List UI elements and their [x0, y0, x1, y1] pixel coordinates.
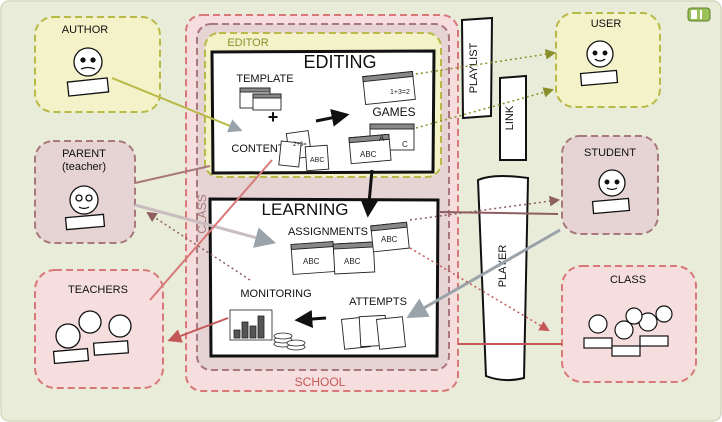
toggle-icon[interactable]: [687, 7, 711, 22]
assignment-doc-abc-2: ABC: [344, 257, 361, 266]
arrow-author-to-content: [111, 77, 243, 133]
arrow-assignments-to-class: [409, 247, 550, 332]
student-person-icon: [591, 169, 631, 215]
school-label: SCHOOL: [295, 375, 346, 389]
parent-person-icon: [64, 185, 106, 231]
author-label: AUTHOR: [62, 24, 109, 36]
template-windows-icon: [239, 87, 282, 111]
player-scroll: [476, 175, 530, 382]
link-label: LINK: [504, 105, 516, 130]
attempts-sheets-icon: [341, 314, 406, 350]
games-doc-numbers: 1+3=2: [390, 89, 410, 96]
content-label: CONTENT: [231, 143, 284, 155]
playlist-label: PLAYLIST: [468, 42, 480, 93]
arrow-to-games: [315, 108, 350, 127]
content-doc-abc: ABC: [310, 157, 324, 164]
teachers-group-icon: [52, 310, 132, 365]
games-doc-letter-a: A: [379, 134, 385, 143]
template-label: TEMPLATE: [236, 73, 293, 85]
content-doc-numbers: 2+3=: [293, 142, 307, 148]
playlist-scroll: [460, 16, 494, 120]
student-label: STUDENT: [584, 147, 636, 159]
class-group-label: CLASS: [610, 274, 646, 286]
monitoring-chart-icon: [229, 309, 273, 341]
plus-sign: +: [268, 107, 279, 127]
player-label: PLAYER: [497, 245, 509, 288]
assignment-doc-abc-1: ABC: [303, 257, 320, 266]
link-scroll: [499, 74, 527, 161]
parent-label: PARENT: [62, 148, 106, 160]
teachers-label: TEACHERS: [68, 284, 128, 296]
arrow-monitoring-to-parent: [146, 211, 251, 281]
user-label: USER: [591, 18, 622, 30]
arrow-games-to-user: [415, 49, 557, 75]
assignment-doc-abc-3: ABC: [381, 235, 398, 244]
attempts-label: ATTEMPTS: [349, 296, 407, 308]
editor-label: EDITOR: [227, 37, 268, 49]
class-zone-label: CLASS: [195, 194, 209, 233]
assignments-windows-icon: [290, 221, 410, 275]
arrow-learning-to-student: [439, 211, 559, 215]
parent-sub-label: (teacher): [62, 161, 106, 173]
games-doc-letter-c: C: [402, 140, 408, 149]
games-doc-abc: ABC: [360, 150, 377, 159]
arrow-student-to-attempts: [406, 228, 561, 319]
games-window-icon-top: [362, 70, 416, 106]
games-label: GAMES: [372, 105, 415, 119]
coins-stack-icon: [273, 332, 306, 351]
arrow-editing-to-learning: [360, 169, 379, 218]
arrow-parent-to-assignments: [134, 203, 277, 248]
arrow-to-monitoring: [294, 309, 327, 328]
editing-title: EDITING: [303, 52, 376, 72]
user-person-icon: [579, 40, 619, 87]
arrow-monitoring-to-teachers: [167, 317, 229, 343]
assignments-label: ASSIGNMENTS: [288, 226, 368, 238]
class-group-icon: [583, 305, 673, 357]
line-teachers-to-content: [149, 159, 273, 301]
line-parent-to-editor: [134, 165, 211, 184]
author-person-icon: [66, 47, 110, 97]
games-window-icon-bottom: [348, 123, 415, 165]
learning-title: LEARNING: [262, 200, 349, 219]
arrow-link-to-user: [415, 87, 555, 129]
monitoring-label: MONITORING: [240, 288, 311, 300]
content-documents-icon: [278, 130, 330, 172]
